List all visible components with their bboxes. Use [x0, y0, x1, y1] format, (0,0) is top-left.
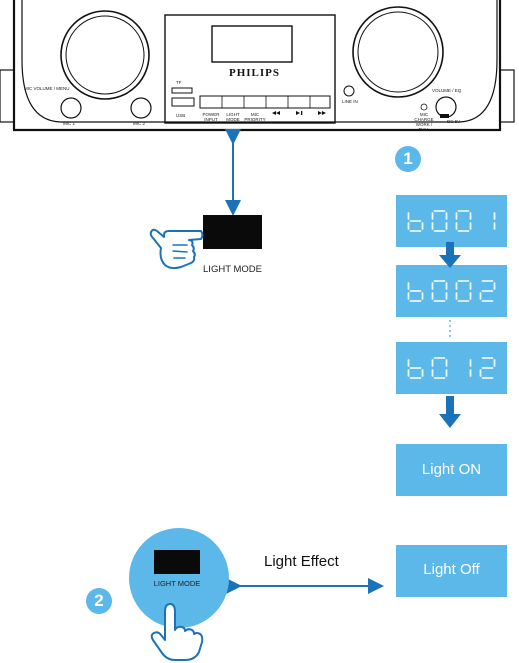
segment-display-1 — [407, 210, 496, 232]
charge-led — [420, 103, 428, 111]
usb-slot — [171, 97, 195, 107]
segment-digit — [431, 210, 448, 232]
segment-digit — [455, 210, 472, 232]
light-off-label: Light Off — [423, 561, 480, 578]
segment-digit — [431, 280, 448, 302]
right-speaker-inner — [357, 11, 439, 93]
pressing-hand-icon — [150, 603, 204, 661]
display-panel-3 — [396, 342, 507, 394]
brand-logo: PHILIPS — [229, 67, 281, 79]
light-effect-label: Light Effect — [264, 553, 339, 570]
light-on-panel: Light ON — [396, 444, 507, 496]
step1-badge: 1 — [395, 146, 421, 172]
volume-eq-label: VOLUME / EQ — [432, 88, 462, 93]
left-speaker-outer — [60, 10, 150, 100]
flow-arrows — [439, 242, 461, 428]
light-mode-device-label: LIGHT MODE — [226, 112, 240, 122]
power-input-label: POWER INPUT — [202, 112, 220, 122]
light-mode-key-label-step1: LIGHT MODE — [203, 264, 262, 275]
line-in-jack — [343, 85, 355, 97]
segment-digit — [407, 282, 424, 302]
light-off-panel: Light Off — [396, 545, 507, 597]
mic1-knob — [60, 97, 82, 119]
device-front-panel: PHILIPS MIC VOLUME / MENU MIC 1 MIC 2 TF… — [0, 0, 519, 140]
step2-circle — [129, 528, 229, 628]
usb-label: USB — [176, 113, 186, 118]
pointing-hand-icon — [149, 228, 204, 270]
mic-priority-label: MIC PRIORITY — [244, 112, 266, 122]
light-mode-key-step2[interactable] — [154, 550, 200, 574]
tf-label: TF — [176, 80, 182, 85]
step2-badge: 2 — [86, 588, 112, 614]
segment-digit — [479, 357, 496, 379]
line-in-label: LINE IN — [342, 99, 358, 104]
mic-charge-label: MIC CHARGE WORK / FULL — [414, 112, 434, 132]
segment-digit — [407, 212, 424, 232]
segment-digit — [455, 280, 472, 302]
light-mode-key-label-step2: LIGHT MODE — [153, 579, 201, 588]
mic-volume-menu-label: MIC VOLUME / MENU — [24, 86, 70, 91]
light-on-label: Light ON — [421, 461, 482, 478]
device-outline — [0, 0, 515, 132]
segment-digit — [431, 357, 448, 379]
dc-in-port — [440, 114, 449, 118]
segment-display-3 — [407, 357, 496, 379]
mic2-knob — [130, 97, 152, 119]
dc-in-label: DC 5V — [447, 119, 461, 124]
center-panel — [164, 14, 336, 124]
segment-digit — [407, 359, 424, 379]
mic1-label: MIC 1 — [63, 121, 76, 126]
display-panel-2 — [396, 265, 507, 317]
lcd-screen — [211, 25, 293, 63]
tf-slot — [171, 87, 193, 94]
right-speaker-outer — [352, 6, 444, 98]
mic2-label: MIC 2 — [133, 121, 146, 126]
light-mode-key-step1[interactable] — [203, 215, 262, 249]
segment-digit — [479, 280, 496, 302]
left-speaker-inner — [65, 15, 145, 95]
segment-display-2 — [407, 280, 496, 302]
display-panel-1 — [396, 195, 507, 247]
